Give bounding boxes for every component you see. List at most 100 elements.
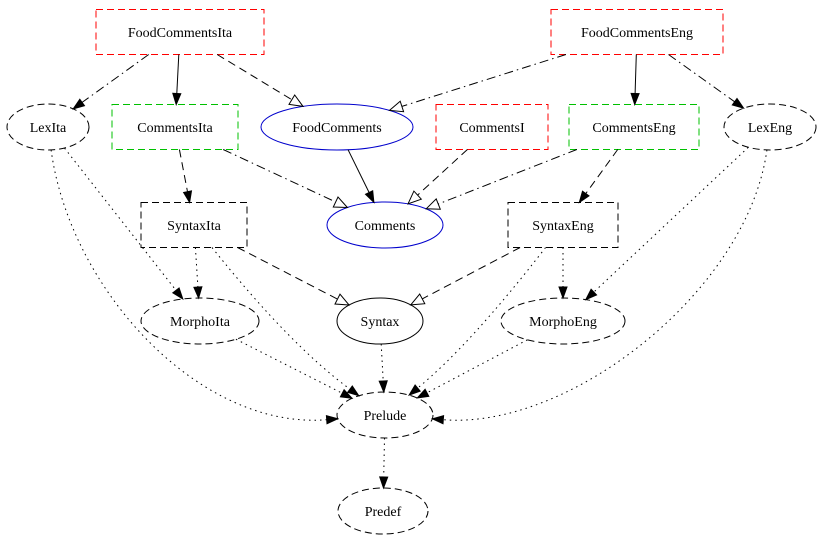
edge-FoodCommentsEng-LexEng [668,54,745,110]
node-Predef: Predef [337,487,429,535]
filled-arrowhead [182,190,193,204]
filled-arrowhead [72,98,86,110]
node-SyntaxIta: SyntaxIta [140,202,248,248]
edge-LexIta-Prelude [50,149,340,425]
filled-arrowhead [378,380,388,394]
edge-line [634,54,637,94]
edge-line [426,339,528,394]
edge-line [585,149,619,194]
edge-line [401,54,567,107]
node-shape-ellipse [326,201,444,249]
edge-SyntaxIta-Prelude [211,247,360,397]
node-LexEng: LexEng [723,103,817,151]
node-CommentsI: CommentsI [435,104,549,150]
edge-line [178,149,188,192]
node-shape-box [140,202,248,248]
node-MorphoIta: MorphoIta [140,297,260,345]
filled-arrowhead [416,388,430,399]
edge-line [222,149,336,203]
node-shape-box [95,9,265,55]
filled-arrowhead [193,286,203,300]
node-label-CommentsIta: CommentsIta [137,121,213,136]
edge-line [347,149,370,193]
edge-line [417,149,468,196]
node-shape-box [550,9,724,55]
edge-line [438,149,577,205]
edge-SyntaxIta-Syntax [237,247,351,306]
edge-CommentsIta-Comments [222,149,349,209]
node-shape-box [568,104,700,150]
edge-line [216,54,293,101]
node-label-SyntaxEng: SyntaxEng [532,219,593,234]
node-CommentsIta: CommentsIta [111,104,239,150]
edge-MorphoIta-Prelude [235,338,354,399]
node-label-FoodComments: FoodComments [292,121,381,136]
node-CommentsEng: CommentsEng [568,104,700,150]
filled-arrowhead [578,190,590,204]
node-shape-ellipse [723,103,817,151]
edge-line [417,247,546,389]
edge-CommentsIta-SyntaxIta [178,149,193,204]
filled-arrowhead [630,92,640,106]
open-arrowhead [388,100,405,113]
node-MorphoEng: MorphoEng [500,297,626,345]
edge-CommentsEng-SyntaxEng [578,149,619,204]
node-shape-ellipse [260,103,414,151]
node-label-MorphoEng: MorphoEng [529,315,597,330]
edge-line [50,149,327,421]
node-LexIta: LexIta [6,103,90,151]
edge-FoodCommentsEng-FoodComments [388,54,567,113]
node-shape-box [111,104,239,150]
edge-line [443,149,768,421]
node-Prelude: Prelude [336,391,434,439]
edge-CommentsI-Comments [407,149,468,205]
edge-line [383,437,385,478]
node-label-Comments: Comments [355,219,416,234]
node-FoodCommentsIta: FoodCommentsIta [95,9,265,55]
node-label-MorphoIta: MorphoIta [170,315,231,330]
node-shape-ellipse [140,297,260,345]
edges-layer [50,54,768,490]
edge-CommentsEng-Comments [425,149,577,210]
edge-line [235,338,343,394]
node-Comments: Comments [326,201,444,249]
node-shape-ellipse [336,391,434,439]
filled-arrowhead [731,97,745,110]
filled-arrowhead [364,190,375,204]
filled-arrowhead [407,384,422,397]
node-label-CommentsI: CommentsI [459,121,525,136]
filled-arrowhead [584,288,598,301]
node-shape-ellipse [337,487,429,535]
edge-FoodCommentsIta-FoodComments [216,54,305,108]
edge-LexEng-Prelude [430,149,768,425]
edge-line [593,146,749,293]
edge-line [380,343,384,382]
open-arrowhead [288,94,305,108]
node-label-SyntaxIta: SyntaxIta [167,219,221,234]
edge-LexIta-MorphoIta [64,147,184,301]
filled-arrowhead [558,286,568,300]
open-arrowhead [334,293,351,306]
edge-line [81,54,149,103]
filled-arrowhead [378,476,389,490]
edge-Syntax-Prelude [378,343,388,394]
filled-arrowhead [430,415,445,425]
edge-line [237,247,338,300]
edge-FoodCommentsIta-LexIta [72,54,149,110]
edge-MorphoEng-Prelude [416,339,528,399]
node-FoodCommentsEng: FoodCommentsEng [550,9,724,55]
node-SyntaxEng: SyntaxEng [507,202,619,248]
open-arrowhead [409,293,426,306]
node-label-Prelude: Prelude [364,409,407,424]
node-label-FoodCommentsIta: FoodCommentsIta [128,26,233,41]
edge-line [176,54,180,94]
open-arrowhead [407,190,423,205]
node-shape-ellipse [336,297,424,345]
node-label-LexEng: LexEng [748,121,792,136]
open-arrowhead [332,196,349,209]
edge-FoodComments-Comments [347,149,375,204]
edge-FoodCommentsIta-CommentsIta [172,54,182,106]
filled-arrowhead [171,287,184,301]
edge-FoodCommentsEng-CommentsEng [630,54,640,106]
